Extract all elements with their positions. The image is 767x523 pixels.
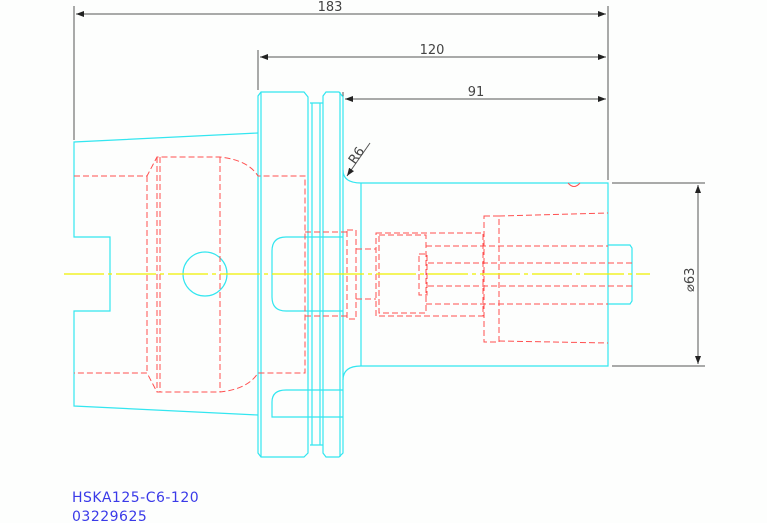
part-number: 03229625 [72, 509, 148, 523]
dim-120: 120 [420, 43, 445, 58]
dimension-lines [73, 6, 705, 367]
dim-91: 91 [468, 85, 485, 100]
dim-diameter-63: ⌀63 [683, 268, 698, 292]
dim-r6: R6 [346, 145, 368, 168]
part-name: HSKA125-C6-120 [72, 490, 200, 506]
dim-183: 183 [318, 0, 343, 15]
